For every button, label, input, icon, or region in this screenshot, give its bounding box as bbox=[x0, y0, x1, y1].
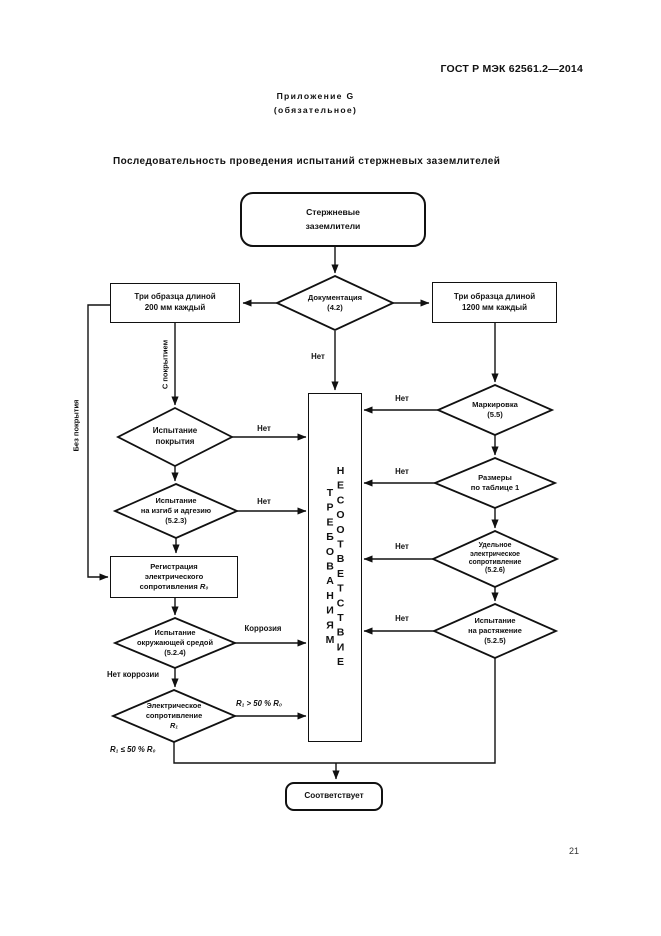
register-resistance-r0: R₀ bbox=[199, 582, 209, 591]
node-marking-shape bbox=[435, 384, 555, 436]
resistance-check-r1: R₁ bbox=[170, 720, 178, 730]
edge-label-corrosion: Коррозия bbox=[244, 624, 282, 633]
page-number: 21 bbox=[569, 846, 580, 856]
edge-label-net-marking: Нет bbox=[395, 394, 409, 403]
decision-shapes bbox=[110, 275, 560, 743]
document-number: ГОСТ Р МЭК 62561.2—2014 bbox=[440, 63, 583, 75]
node-resistance-check-shape bbox=[110, 689, 238, 743]
appendix-note: (обязательное) bbox=[273, 105, 358, 115]
node-doc-check-label: Документация (4.2) bbox=[307, 292, 363, 312]
edge-label-net-doc: Нет bbox=[311, 352, 325, 361]
edge-label-without-coating: Без покрытия bbox=[71, 399, 81, 452]
node-resistivity-label: Удельное электрическое сопротивление (5.… bbox=[468, 542, 522, 575]
node-environment-test-label: Испытание окружающей средой (5.2.4) bbox=[136, 628, 213, 657]
node-samples-200: Три образца длиной 200 мм каждый bbox=[110, 283, 240, 323]
node-bend-test-label: Испытание на изгиб и адгезию (5.2.3) bbox=[140, 496, 212, 525]
node-tensile-test-label: Испытание на растяжение (5.2.5) bbox=[468, 616, 522, 645]
node-environment-test-shape bbox=[112, 617, 238, 669]
edge-label-r1-gt-50: R₁ > 50 % R₀ bbox=[236, 699, 282, 708]
edge-label-no-corrosion: Нет коррозии bbox=[107, 670, 160, 679]
node-tensile-test-shape bbox=[431, 603, 559, 659]
node-register-resistance: Регистрация электрического сопротивления… bbox=[110, 556, 238, 598]
node-coating-test-shape bbox=[116, 406, 234, 468]
node-doc-check-shape bbox=[274, 275, 396, 331]
resistance-check-text: Электрическое сопротивление bbox=[145, 701, 203, 721]
edge-label-net-bend: Нет bbox=[257, 497, 271, 506]
node-resistivity-shape bbox=[430, 530, 560, 588]
node-coating-test-label: Испытание покрытия bbox=[152, 426, 198, 446]
node-bend-test-shape bbox=[112, 483, 240, 539]
node-nonconformity: НЕСООТВЕТСТВИЕ ТРЕБОВАНИЯМ bbox=[308, 393, 362, 742]
edge-label-net-tensile: Нет bbox=[395, 614, 409, 623]
connector-lines bbox=[87, 247, 499, 780]
page-title: Последовательность проведения испытаний … bbox=[113, 156, 501, 167]
node-conform: Соответствует bbox=[285, 782, 383, 811]
appendix-title: Приложение G bbox=[276, 91, 355, 101]
edge-label-net-coating: Нет bbox=[257, 424, 271, 433]
register-resistance-text: Регистрация электрического сопротивления bbox=[139, 561, 204, 591]
edge-label-net-resistivity: Нет bbox=[395, 542, 409, 551]
node-dimensions-shape bbox=[432, 457, 558, 509]
edge-label-with-coating: С покрытием bbox=[160, 339, 170, 390]
node-samples-1200: Три образца длиной 1200 мм каждый bbox=[432, 282, 557, 323]
node-resistance-check-label: Электрическое сопротивление R₁ bbox=[113, 690, 235, 742]
appendix-heading: Приложение G (обязательное) bbox=[228, 89, 403, 117]
edge-label-r1-le-50: R₁ ≤ 50 % R₀ bbox=[110, 745, 156, 754]
edge-label-net-dimensions: Нет bbox=[395, 467, 409, 476]
node-marking-label: Маркировка (5.5) bbox=[472, 399, 518, 419]
nonconformity-text: НЕСООТВЕТСТВИЕ ТРЕБОВАНИЯМ bbox=[324, 464, 347, 671]
node-dimensions-label: Размеры по таблице 1 bbox=[470, 472, 520, 492]
node-start: Стержневые заземлители bbox=[240, 192, 426, 247]
